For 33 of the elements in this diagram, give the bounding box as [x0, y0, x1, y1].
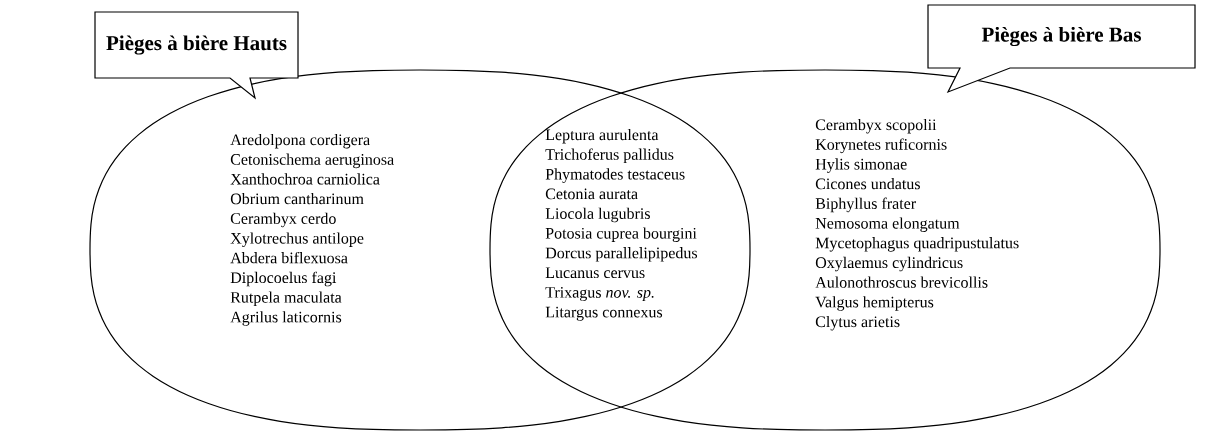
species-name: Clytus arietis: [815, 315, 900, 331]
species-name: Litargus connexus: [545, 306, 663, 321]
species-name: Abdera biflexuosa: [230, 251, 348, 264]
species-name: Hylis simonae: [815, 158, 907, 173]
species-name: Korynetes ruficornis: [815, 138, 947, 154]
species-name: Cerambyx scopolii: [815, 118, 937, 134]
species-name: Agrilus laticornis: [230, 311, 342, 326]
species-name: Cetonia aurata: [545, 188, 638, 200]
species-name: Biphyllus frater: [815, 197, 916, 213]
species-name: Aredolpona cordigera: [230, 133, 370, 149]
species-name: Potosia cuprea bourgini: [545, 227, 697, 242]
callout-box: Pièges à bière Hauts: [94, 11, 299, 100]
species-name: Trichoferus pallidus: [545, 148, 674, 164]
species-name: Obrium cantharinum: [230, 193, 364, 205]
species-name: Oxylaemus cylindricus: [815, 256, 963, 272]
species-name: Liocola lugubris: [545, 207, 650, 223]
species-name: Cetonischema aeruginosa: [230, 153, 394, 169]
species-name: Trixagus nov. sp.: [545, 287, 654, 302]
species-name: Cerambyx cerdo: [230, 212, 336, 228]
species-name: Aulonothroscus brevicollis: [815, 276, 988, 288]
species-name: Mycetophagus quadripustulatus: [815, 237, 1019, 252]
species-name: Lucanus cervus: [545, 267, 645, 279]
species-name: Xanthochroa carniolica: [230, 173, 380, 185]
species-name: Rutpela maculata: [230, 291, 342, 306]
species-name: Dorcus parallelipipedus: [545, 247, 698, 262]
species-name: Diplocoelus fagi: [230, 271, 337, 287]
species-name: Cicones undatus: [815, 178, 920, 190]
callout-box: Pièges à bière Bas: [927, 4, 1196, 94]
species-name: Leptura aurulenta: [545, 128, 659, 144]
species-name: Phymatodes testaceus: [545, 168, 685, 183]
species-name: Xylotrechus antilope: [230, 232, 364, 247]
species-name: Valgus hemipterus: [815, 296, 934, 311]
species-name: Nemosoma elongatum: [815, 217, 960, 232]
